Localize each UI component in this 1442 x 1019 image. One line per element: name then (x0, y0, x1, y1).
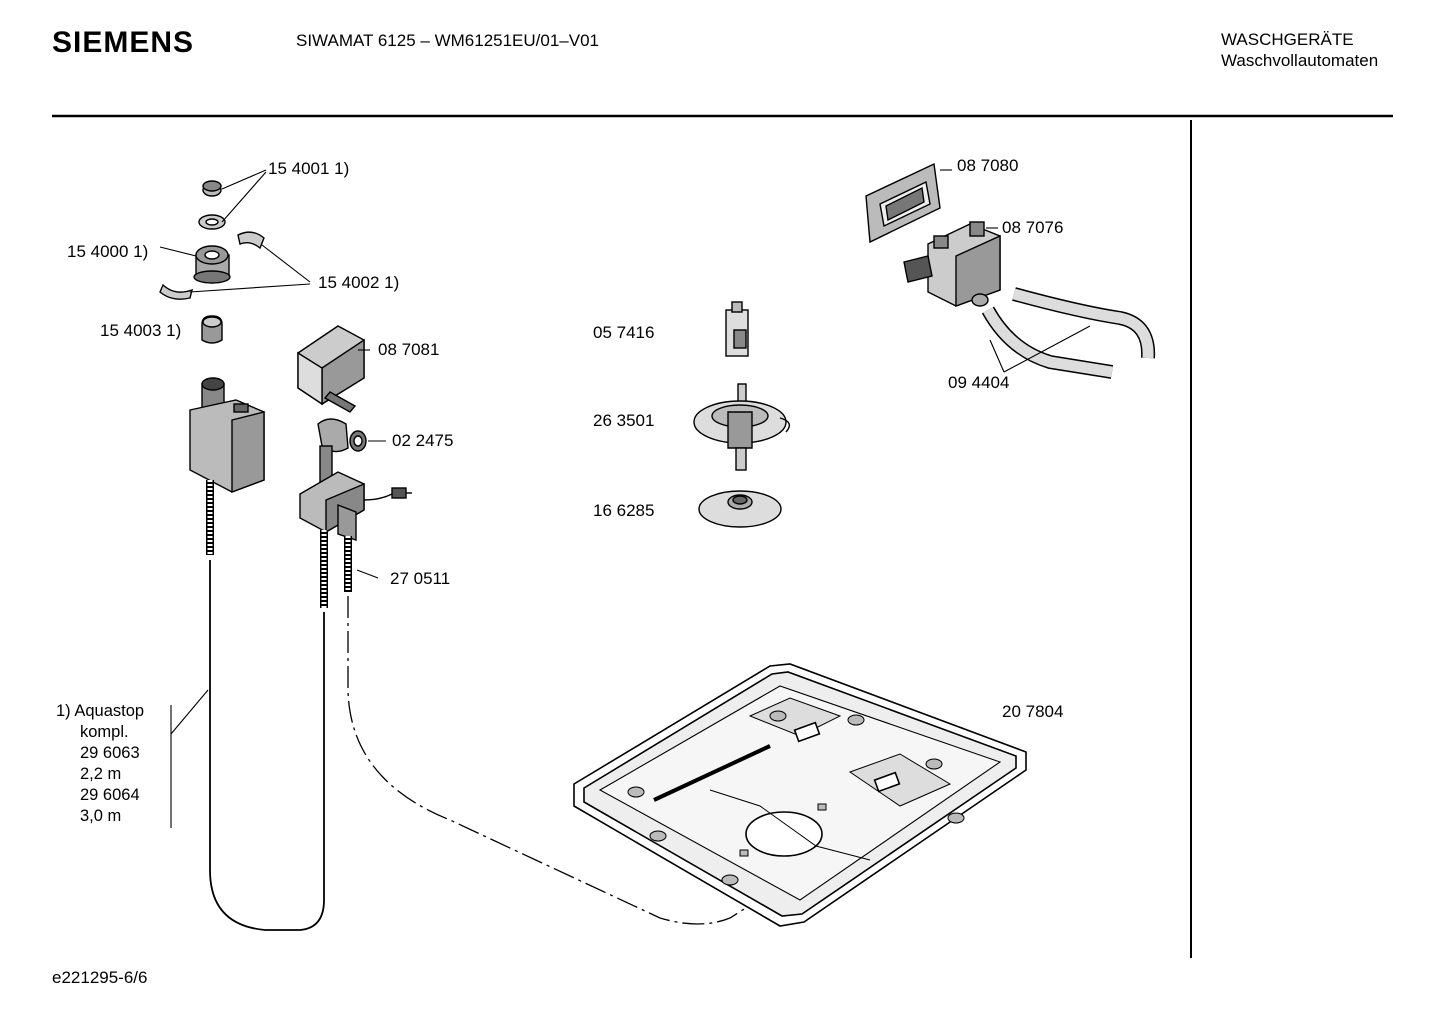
part-022475-drawing (317, 418, 367, 487)
aquastop-hose-drawing (206, 480, 325, 931)
part-154001-drawing (198, 180, 226, 230)
part-label-057416: 05 7416 (593, 323, 655, 342)
part-label-154003: 15 4003 1) (100, 321, 182, 340)
note-line: 1) Aquastop (56, 702, 145, 720)
document-id: e221295-6/6 (52, 968, 148, 987)
category-title: WASCHGERÄTE (1221, 30, 1354, 49)
part-label-154002: 15 4002 1) (318, 273, 400, 292)
part-label-087080: 08 7080 (957, 156, 1019, 175)
part-label-263501: 26 3501 (593, 411, 655, 430)
part-label-087081: 08 7081 (378, 340, 440, 359)
inlet-hoses-drawing (320, 530, 791, 925)
part-label-094404: 09 4404 (948, 373, 1010, 392)
part-166285-drawing (698, 490, 782, 528)
part-087081-drawing (297, 325, 365, 413)
part-label-087076: 08 7076 (1002, 218, 1064, 237)
part-094404-drawing (981, 287, 1156, 379)
note-line: kompl. (80, 723, 129, 741)
part-087080-drawing (865, 162, 941, 244)
part-label-270511: 27 0511 (390, 569, 451, 588)
part-label-022475: 02 2475 (392, 431, 454, 450)
part-154003-drawing (201, 315, 223, 344)
brand-logo: SIEMENS (52, 26, 195, 59)
part-label-154000: 15 4000 1) (67, 242, 149, 261)
part-label-166285: 16 6285 (593, 501, 655, 520)
part-263501-drawing (693, 383, 791, 471)
hose-bracket-drawing (299, 471, 412, 541)
note-line: 29 6064 (80, 786, 140, 804)
part-154002-drawing (159, 231, 265, 300)
part-207804-drawing (573, 663, 1027, 927)
part-154000-drawing (193, 245, 231, 284)
note-line: 2,2 m (80, 765, 122, 783)
subcategory-title: Waschvollautomaten (1221, 51, 1379, 70)
part-057416-drawing (725, 301, 749, 357)
aquastop-footnote: 1) Aquastop kompl. 29 6063 2,2 m 29 6064… (56, 701, 144, 827)
part-087076-drawing (903, 221, 1001, 307)
note-line: 29 6063 (80, 744, 140, 762)
part-label-207804: 20 7804 (1002, 702, 1064, 721)
aquastop-valve-drawing (189, 377, 265, 494)
note-line: 3,0 m (80, 807, 122, 825)
part-label-154001: 15 4001 1) (268, 159, 350, 178)
model-title: SIWAMAT 6125 – WM61251EU/01–V01 (296, 31, 600, 50)
